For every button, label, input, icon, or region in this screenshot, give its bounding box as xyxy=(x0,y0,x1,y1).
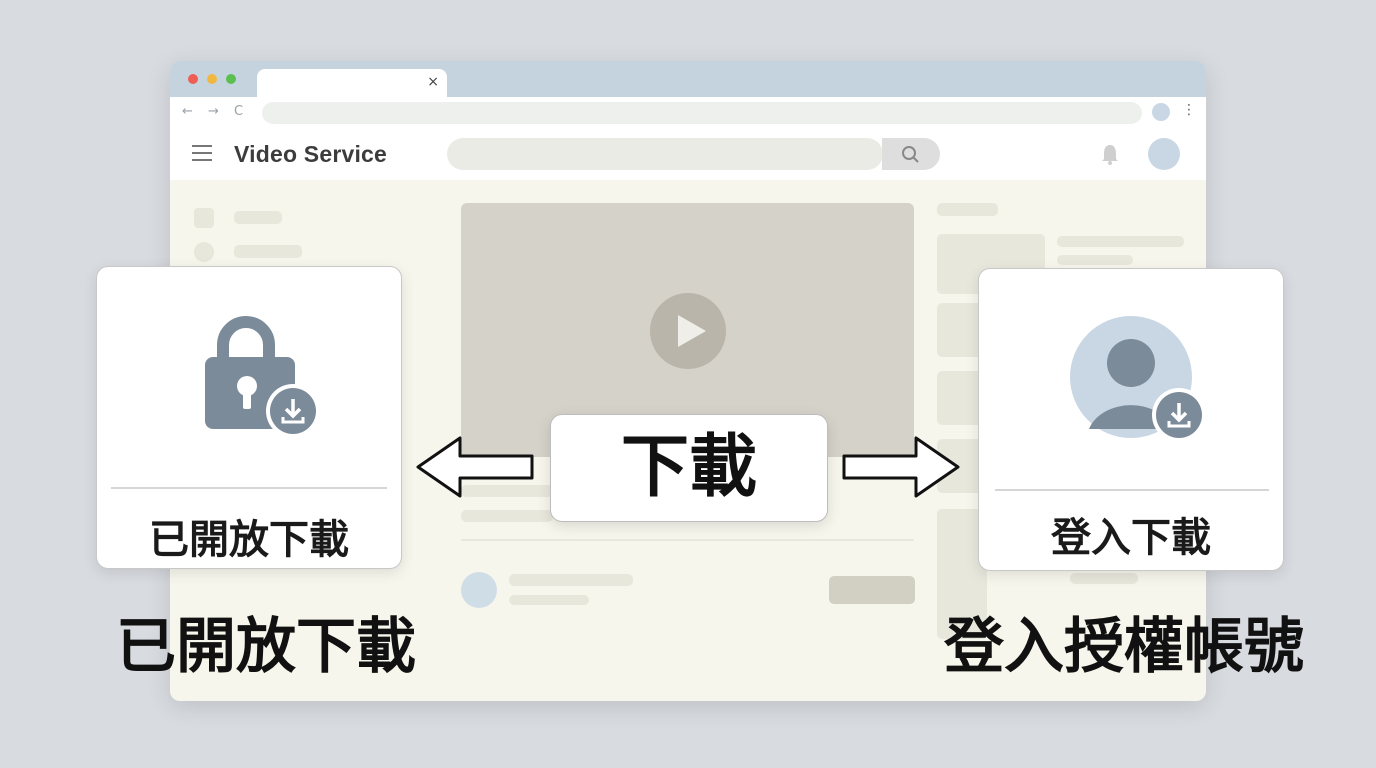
user-avatar[interactable] xyxy=(1148,138,1180,170)
video-title-placeholder xyxy=(461,485,553,497)
channel-avatar[interactable] xyxy=(461,572,497,608)
search-icon xyxy=(902,146,919,163)
login-download-card[interactable]: 登入下載 xyxy=(978,268,1284,571)
site-header: Video Service xyxy=(170,129,1206,180)
sidebar-item-placeholder[interactable] xyxy=(234,211,282,224)
recommend-title-placeholder xyxy=(1057,236,1184,247)
sidebar-item-placeholder[interactable] xyxy=(234,245,302,258)
browser-profile-avatar[interactable] xyxy=(1152,103,1170,121)
reload-icon[interactable]: C xyxy=(234,104,244,119)
address-bar-row: ← → C ⋮ xyxy=(170,97,1206,130)
login-account-caption: 登入授權帳號 xyxy=(944,612,1304,682)
recommend-meta-placeholder xyxy=(1057,255,1133,265)
channel-name-placeholder xyxy=(509,574,633,586)
home-icon[interactable] xyxy=(194,208,214,228)
arrow-right-icon xyxy=(842,436,960,498)
maximize-window-dot[interactable] xyxy=(226,74,236,84)
minimize-window-dot[interactable] xyxy=(207,74,217,84)
recommend-meta-placeholder xyxy=(1070,573,1138,584)
tab-bar: × xyxy=(170,61,1206,99)
open-download-card[interactable]: 已開放下載 xyxy=(96,266,402,569)
user-download-icon xyxy=(1070,316,1206,442)
lock-download-icon xyxy=(205,316,320,438)
browser-tab[interactable]: × xyxy=(257,69,447,99)
play-icon xyxy=(678,315,706,347)
channel-meta-placeholder xyxy=(509,595,589,605)
open-download-label: 已開放下載 xyxy=(149,517,349,563)
open-download-caption: 已開放下載 xyxy=(116,612,416,682)
site-title[interactable]: Video Service xyxy=(234,141,388,167)
card-divider xyxy=(995,489,1269,491)
search-button[interactable] xyxy=(882,138,940,170)
tab-close-icon[interactable]: × xyxy=(427,74,439,90)
bell-icon[interactable] xyxy=(1100,142,1120,166)
login-download-label: 登入下載 xyxy=(1051,515,1211,561)
back-icon[interactable]: ← xyxy=(182,104,193,119)
close-window-dot[interactable] xyxy=(188,74,198,84)
card-divider xyxy=(111,487,387,489)
download-button-label: 下載 xyxy=(620,428,757,507)
download-button[interactable]: 下載 xyxy=(550,414,828,522)
video-meta-placeholder xyxy=(461,510,553,522)
hamburger-menu-icon[interactable] xyxy=(192,145,214,161)
divider xyxy=(461,539,914,541)
subscribe-button-placeholder[interactable] xyxy=(829,576,915,604)
url-field[interactable] xyxy=(262,102,1142,124)
forward-icon[interactable]: → xyxy=(208,104,219,119)
search-input[interactable] xyxy=(447,138,940,170)
arrow-left-icon xyxy=(416,436,534,498)
recommend-header-placeholder xyxy=(937,203,998,216)
play-button[interactable] xyxy=(650,293,726,369)
browser-menu-icon[interactable]: ⋮ xyxy=(1182,102,1196,118)
sidebar-icon[interactable] xyxy=(194,242,214,262)
